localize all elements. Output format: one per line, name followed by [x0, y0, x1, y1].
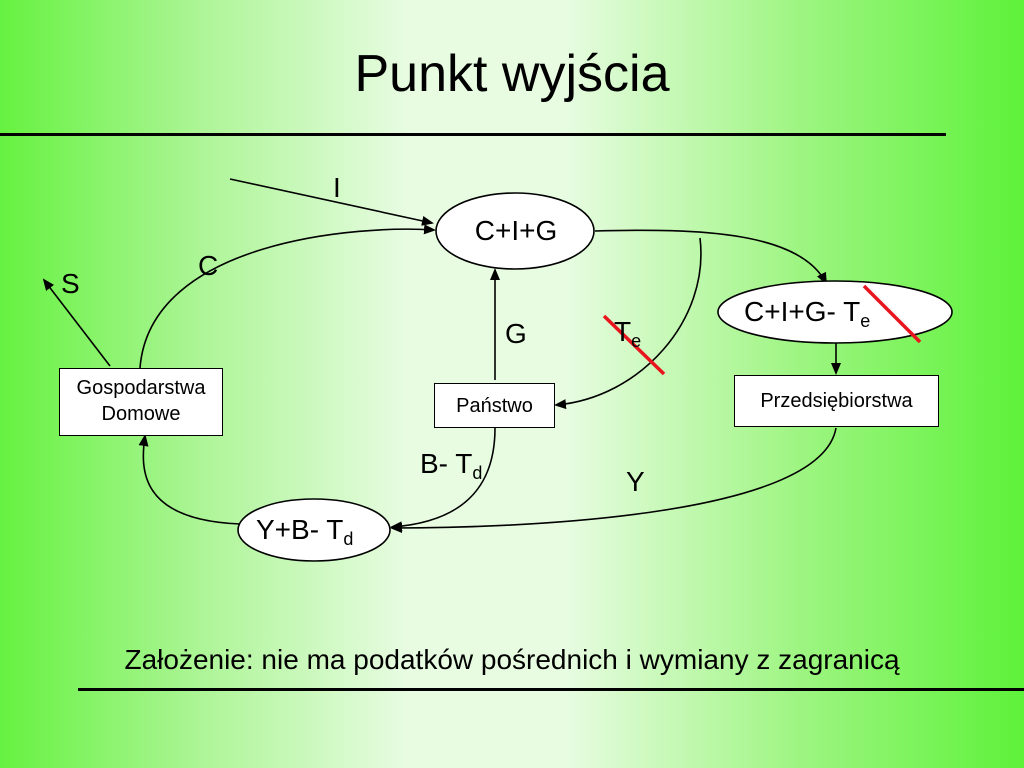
label-te: Te	[614, 316, 642, 351]
node-cig-label: C+I+G	[474, 215, 558, 246]
title-divider	[0, 133, 946, 136]
label-c: C	[198, 250, 219, 281]
arrow-i	[229, 178, 434, 226]
label-g: G	[505, 318, 527, 349]
box-panstwo: Państwo	[434, 383, 555, 428]
node-yb-ellipse	[237, 498, 391, 562]
label-y: Y	[626, 466, 645, 497]
node-cigte-label: C+I+G- Te	[744, 296, 871, 331]
slide-title: Punkt wyjścia	[354, 45, 670, 103]
strike-te	[602, 314, 666, 376]
arrow-to-gospodarstwa	[138, 434, 241, 525]
box-przedsiebiorstwa: Przedsiębiorstwa	[734, 375, 939, 427]
node-yb-label: Y+B- Td	[256, 514, 354, 549]
arrow-s	[42, 278, 111, 367]
arrow-c	[139, 224, 436, 369]
arrow-y	[390, 427, 837, 533]
label-s: S	[61, 268, 80, 299]
label-b-td: B- Td	[420, 448, 483, 483]
assumption-footer: Założenie: nie ma podatków pośrednich i …	[124, 644, 900, 675]
arrow-b-td	[390, 427, 496, 532]
arrow-te	[554, 237, 702, 410]
footer-divider	[78, 688, 1024, 691]
arrow-cig-to-cigte	[594, 229, 827, 285]
strike-cigte	[862, 284, 922, 344]
node-cigte-ellipse	[717, 280, 953, 344]
node-cig-ellipse	[435, 192, 595, 270]
box-gospodarstwa-domowe: Gospodarstwa Domowe	[59, 368, 223, 436]
label-i: I	[333, 172, 341, 203]
